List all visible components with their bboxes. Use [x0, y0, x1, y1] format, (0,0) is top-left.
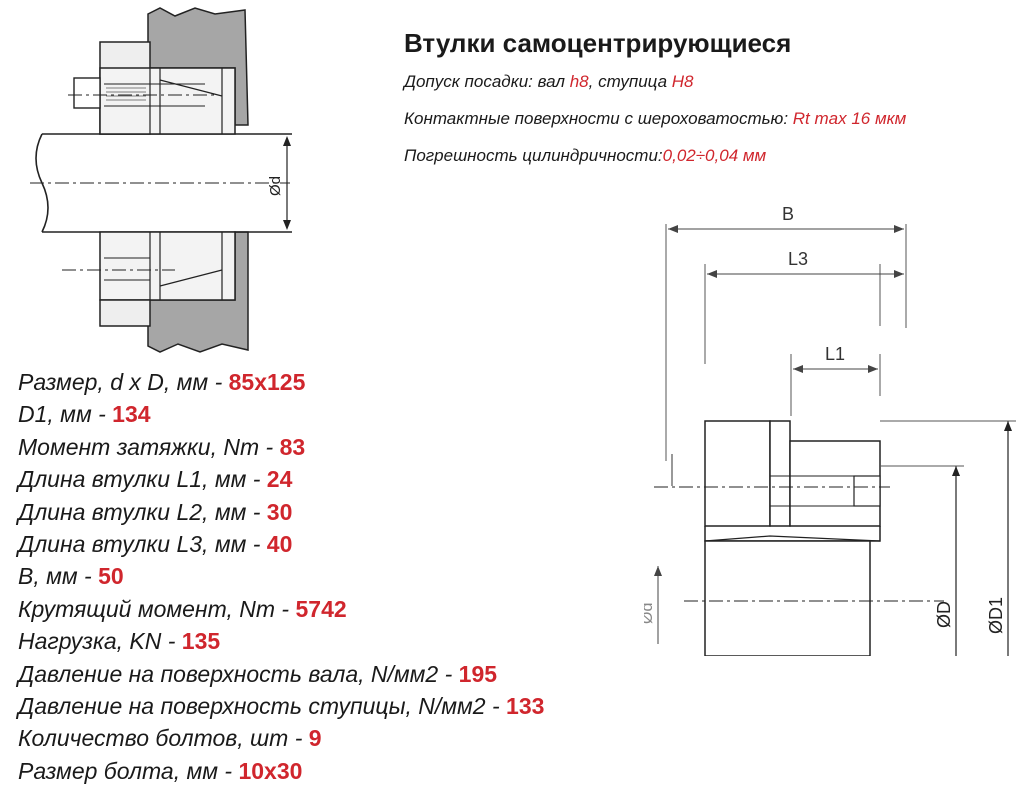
- spec-item: D1, мм - 134: [18, 398, 544, 430]
- page-title: Втулки самоцентрирующиеся: [404, 28, 792, 58]
- spec-item: Давление на поверхность вала, N/мм2 - 19…: [18, 658, 544, 690]
- dim-D-label: ØD: [934, 601, 954, 628]
- spec-item: Количество болтов, шт - 9: [18, 722, 544, 754]
- spec-item: Давление на поверхность ступицы, N/мм2 -…: [18, 690, 544, 722]
- spec-item: Момент затяжки, Nm - 83: [18, 431, 544, 463]
- spec-list: Размер, d x D, мм - 85x125 D1, мм - 134 …: [18, 366, 544, 787]
- spec-value: 50: [98, 563, 124, 590]
- hub-tolerance-value: H8: [671, 72, 694, 91]
- spec-value: 133: [506, 693, 545, 720]
- spec-value: 9: [308, 725, 322, 752]
- spec-item: B, мм - 50: [18, 560, 544, 592]
- spec-item: Длина втулки L3, мм - 40: [18, 528, 544, 560]
- spec-item: Нагрузка, KN - 135: [18, 625, 544, 657]
- spec-value: 134: [112, 401, 151, 428]
- dim-D1-label: ØD1: [986, 597, 1006, 634]
- spec-label: Длина втулки L2, мм -: [18, 498, 267, 525]
- spec-value: 40: [266, 531, 293, 558]
- dim-L1-label: L1: [825, 344, 845, 364]
- spec-label: Давление на поверхность ступицы, N/мм2 -: [18, 693, 507, 720]
- spec-value: 10x30: [238, 757, 303, 784]
- shaft-diameter-label: Ød: [267, 176, 284, 196]
- spec-value: 83: [279, 433, 306, 460]
- spec-item: Размер болта, мм - 10x30: [18, 755, 544, 787]
- spec-item: Длина втулки L1, мм - 24: [18, 463, 544, 495]
- spec-label: B, мм -: [18, 563, 99, 590]
- fit-tolerance-label: Допуск посадки: вал: [404, 72, 570, 91]
- spec-value: 195: [458, 660, 498, 687]
- spec-value: 85x125: [228, 369, 306, 395]
- spec-label: Давление на поверхность вала, N/мм2 -: [18, 660, 459, 687]
- fit-tolerance-separator: , ступица: [588, 72, 672, 91]
- cylindricity-label: Погрешность цилиндричности:: [404, 146, 663, 165]
- shaft-tolerance-value: h8: [569, 72, 589, 91]
- roughness-label: Контактные поверхности с шероховатостью:: [404, 109, 793, 128]
- spec-item: Крутящий момент, Nm - 5742: [18, 593, 544, 625]
- spec-label: Размер болта, мм -: [18, 757, 239, 784]
- spec-label: Длина втулки L1, мм -: [18, 466, 267, 493]
- spec-value: 24: [266, 466, 293, 493]
- cylindricity-line: Погрешность цилиндричности:0,02÷0,04 мм: [404, 146, 766, 166]
- spec-item: Размер, d x D, мм - 85x125: [18, 366, 544, 398]
- dim-shaft-diameter-label: Ød: [644, 603, 656, 624]
- dimension-drawing: B L3 L1 Ød ØD ØD1: [644, 204, 1016, 656]
- roughness-line: Контактные поверхности с шероховатостью:…: [404, 109, 906, 129]
- spec-label: Момент затяжки, Nm -: [18, 433, 280, 460]
- spec-label: Размер, d x D, мм -: [18, 369, 229, 395]
- spec-value: 135: [181, 628, 221, 655]
- spec-label: Количество болтов, шт -: [18, 725, 309, 752]
- spec-label: Длина втулки L3, мм -: [18, 531, 267, 558]
- installation-drawing: Ød: [30, 7, 292, 353]
- spec-value: 5742: [295, 595, 347, 622]
- spec-value: 30: [266, 498, 293, 525]
- roughness-value: Rt max 16 мкм: [792, 109, 907, 128]
- spec-item: Длина втулки L2, мм - 30: [18, 496, 544, 528]
- fit-tolerance-line: Допуск посадки: вал h8, ступица H8: [404, 72, 694, 92]
- dim-L3-label: L3: [788, 249, 808, 269]
- dim-B-label: B: [782, 204, 794, 224]
- spec-label: D1, мм -: [18, 401, 113, 428]
- spec-label: Крутящий момент, Nm -: [18, 595, 296, 622]
- cylindricity-value: 0,02÷0,04 мм: [662, 146, 767, 165]
- spec-label: Нагрузка, KN -: [18, 628, 182, 655]
